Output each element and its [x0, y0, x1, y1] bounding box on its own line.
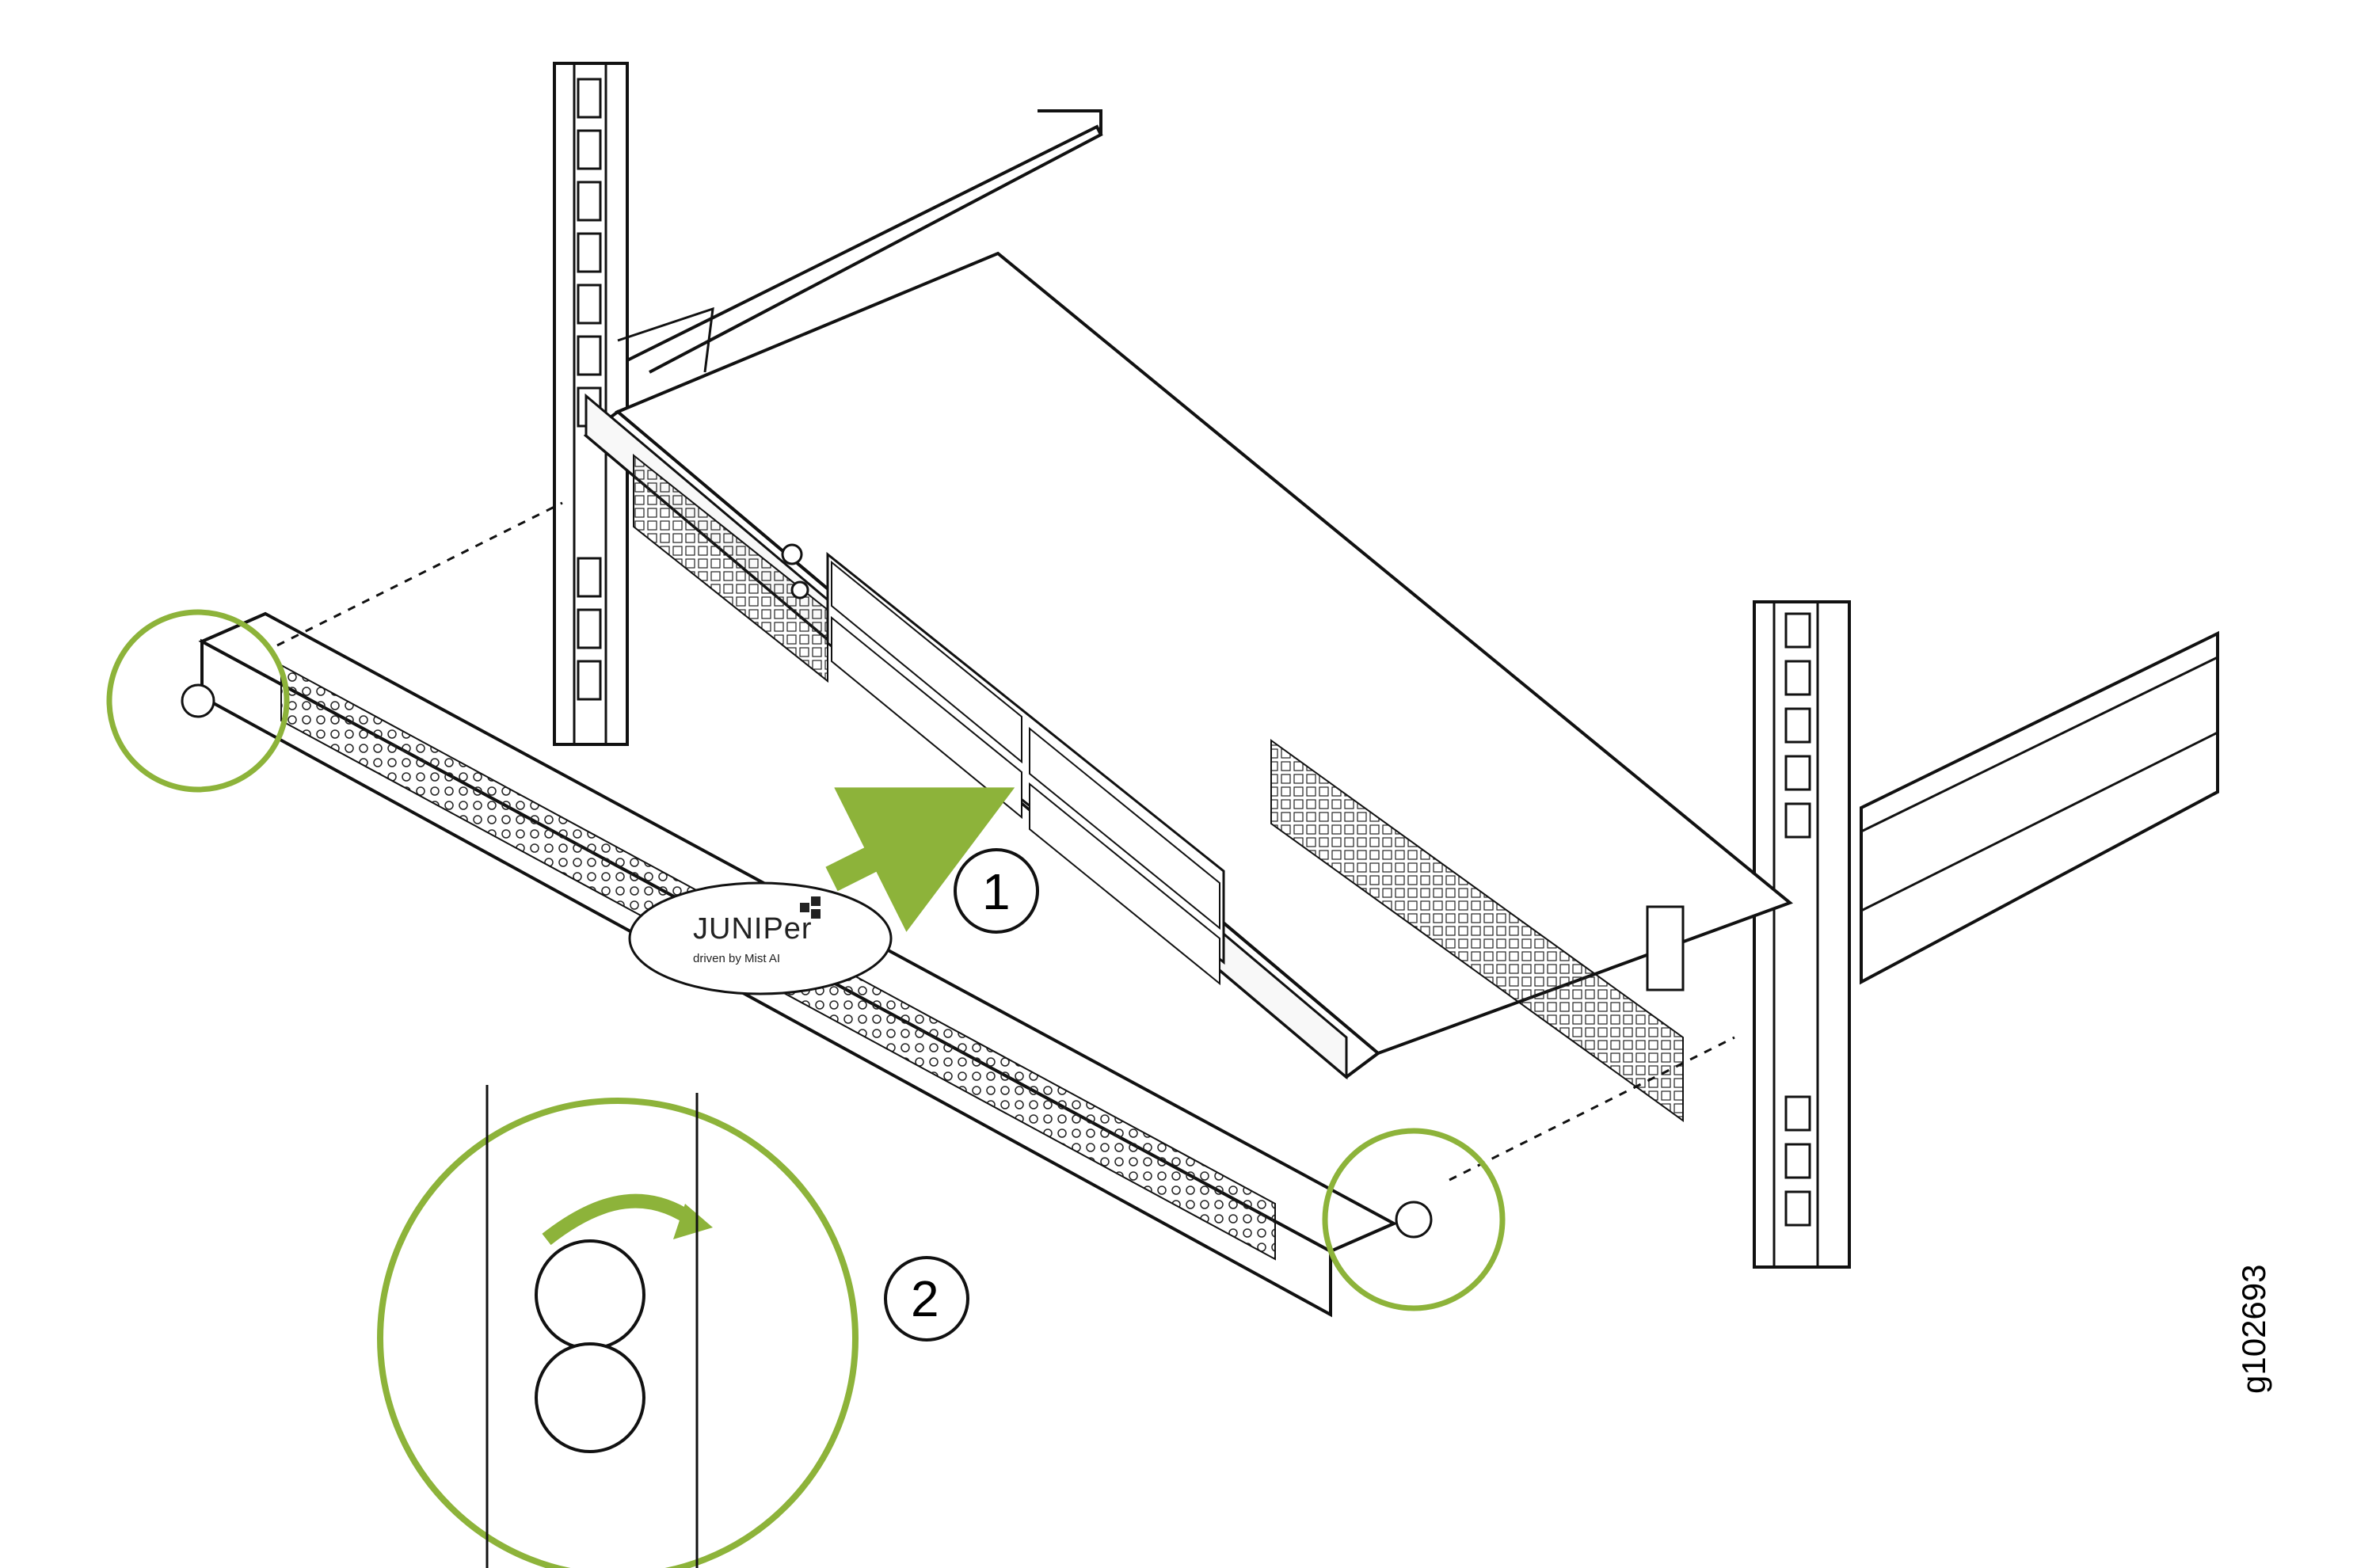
bezel-logo-sub: driven by Mist AI	[693, 952, 780, 965]
figure-id: g102693	[2235, 1264, 2272, 1394]
rear-rail-right	[1860, 630, 2219, 985]
callout-left	[106, 609, 290, 793]
bezel-logo-main: JUNIPer	[693, 912, 813, 946]
rear-rail-left	[617, 109, 1103, 374]
zoom-callout	[377, 1085, 859, 1568]
callout-right	[1322, 1128, 1506, 1311]
right-rack-rail	[1753, 600, 1851, 1269]
step1-arrow	[825, 787, 1015, 932]
alignment-lines	[276, 501, 1735, 1182]
server-chassis	[583, 251, 1793, 1122]
front-bezel: JUNIPer driven by Mist AI	[198, 611, 1398, 1318]
step-labels: 1 2	[884, 848, 1039, 1342]
step-2-label: 2	[911, 1270, 939, 1327]
step-1-label: 1	[982, 863, 1011, 920]
